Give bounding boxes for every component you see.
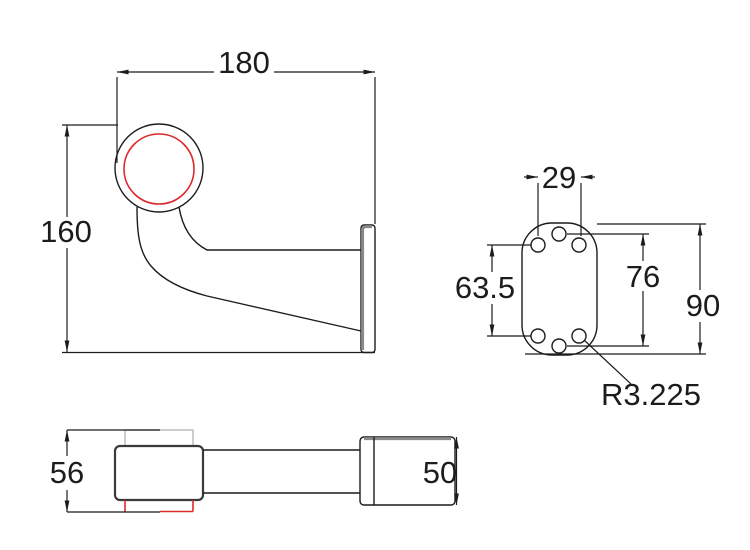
dim-hole-spacing-top: 29: [524, 160, 595, 236]
lamp-head-body: [113, 444, 205, 502]
dim-overall-width: 180: [116, 45, 376, 224]
dim-label-hole-spacing-side: 63.5: [455, 270, 515, 305]
leader-line: [583, 339, 632, 385]
dim-label-hole-radius: R3.225: [601, 377, 701, 412]
lamp-lens-red-circle: [123, 133, 195, 205]
plate-edge-highlight: [361, 225, 372, 350]
hole-bottom-right: [571, 328, 587, 344]
dim-overall-height: 160: [40, 124, 375, 354]
lamp-head-hidden-contour: [124, 429, 194, 446]
side-view: 180 160: [40, 45, 376, 354]
bottom-view: 56 50: [50, 429, 459, 513]
dim-hole-spacing-side: 63.5: [455, 244, 531, 337]
hole-bottom-center: [551, 338, 567, 354]
dim-label-overall-width: 180: [218, 45, 270, 80]
dim-label-hole-spacing-center: 76: [626, 259, 660, 294]
dim-hole-spacing-center: 76: [567, 233, 660, 347]
dim-label-hole-spacing-top: 29: [542, 160, 576, 195]
dim-plate-height: 90: [525, 223, 720, 355]
hole-bottom-left: [530, 328, 546, 344]
hole-top-right: [571, 237, 587, 253]
mounting-plate-view: 29 63.5 76 90 R3.225: [455, 160, 720, 412]
dim-label-base-depth: 50: [423, 455, 457, 490]
hole-top-center: [551, 226, 567, 242]
mounting-plate-side: [360, 224, 376, 354]
arm-upper-edge: [178, 206, 361, 251]
dim-label-head-depth: 56: [50, 455, 84, 490]
arm-lower-edge: [136, 206, 362, 332]
dim-hole-radius: R3.225: [583, 339, 701, 412]
dim-head-depth: 56: [50, 429, 160, 513]
dim-label-plate-height: 90: [686, 288, 720, 323]
plate-outline: [521, 222, 598, 356]
lamp-lens-red-contour: [124, 500, 194, 513]
dim-label-overall-height: 160: [40, 214, 92, 249]
hole-top-left: [530, 237, 546, 253]
dim-base-depth: 50: [423, 437, 459, 505]
lamp-head-outer-circle: [114, 123, 204, 213]
